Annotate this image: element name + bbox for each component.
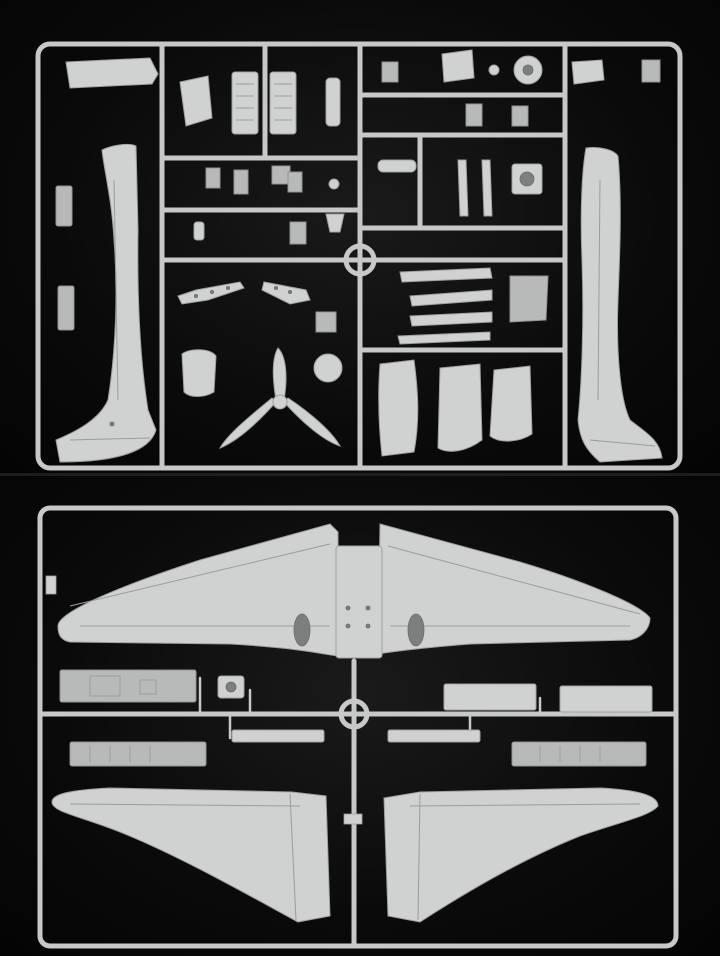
gear-leg-right xyxy=(481,159,493,217)
exhaust-rail-3 xyxy=(409,311,493,327)
armor-plate-top xyxy=(179,75,213,127)
gear-strut-right xyxy=(261,281,311,305)
small-part-a xyxy=(205,167,221,189)
propeller xyxy=(218,347,342,449)
sprue-tag-lower xyxy=(45,575,57,595)
small-part-c xyxy=(271,165,291,185)
gear-leg-left xyxy=(457,159,469,217)
fuselage-right-panel-line xyxy=(597,179,601,401)
gear-bay-part-upper xyxy=(55,185,73,227)
small-part-f xyxy=(193,221,205,241)
bracket-part xyxy=(441,49,475,83)
upper-wing xyxy=(57,523,651,659)
small-knob-2 xyxy=(488,64,500,76)
engine-half-right xyxy=(269,71,297,135)
small-part-i xyxy=(641,59,661,83)
exhaust-rail-4 xyxy=(397,331,491,345)
small-part-d xyxy=(287,171,303,193)
lower-sprue-panel xyxy=(0,476,720,956)
small-part-k xyxy=(511,105,529,127)
gear-bay-part-lower xyxy=(57,285,75,331)
fuselage-right-tail-line xyxy=(589,439,656,447)
cockpit-floor xyxy=(59,669,197,703)
fuselage-left-tail-line xyxy=(69,437,151,441)
small-part-g xyxy=(315,311,337,333)
seat-frame xyxy=(325,213,345,233)
lower-sprue-hub xyxy=(338,698,370,730)
flap-right xyxy=(559,685,653,713)
lower-sprue-drawing xyxy=(37,505,679,949)
spar-left xyxy=(231,729,325,743)
gear-door-right xyxy=(489,365,533,442)
small-panel xyxy=(571,59,605,85)
small-knob xyxy=(328,178,340,190)
upper-sprue-panel xyxy=(0,0,720,474)
sprue-name-tag xyxy=(65,57,159,89)
gear-frame xyxy=(509,275,549,323)
propeller-spinner xyxy=(313,353,343,383)
small-part-b xyxy=(233,169,249,195)
fuselage-half-right xyxy=(577,147,663,463)
fuselage-left-panel-line xyxy=(113,179,119,401)
small-part-j xyxy=(465,103,483,127)
sprue-tab xyxy=(343,813,363,825)
panel-divider xyxy=(0,473,720,477)
upper-sprue-hub xyxy=(343,243,377,277)
gear-door-left xyxy=(437,363,483,452)
fuselage-half-left xyxy=(55,143,157,463)
instrument-panel-right xyxy=(511,741,647,767)
flap-left xyxy=(443,683,537,711)
spar-right xyxy=(387,729,481,743)
upper-sprue-drawing xyxy=(35,41,683,471)
instrument-panel-left xyxy=(69,741,207,767)
armor-plate-bottom xyxy=(181,349,217,397)
exhaust-rail-1 xyxy=(399,267,493,283)
lower-sprue-frame xyxy=(37,505,679,949)
antenna-mast xyxy=(377,159,417,173)
engine-cowling xyxy=(378,359,419,457)
exhaust-rail-2 xyxy=(409,289,493,307)
small-part-h xyxy=(381,61,399,83)
fuselage-left-hole xyxy=(109,421,115,427)
small-part-e xyxy=(289,221,307,245)
engine-half-left xyxy=(231,71,259,135)
lower-wing-left xyxy=(51,787,331,923)
exhaust-stack xyxy=(325,77,341,127)
lower-wing-right xyxy=(383,787,659,923)
